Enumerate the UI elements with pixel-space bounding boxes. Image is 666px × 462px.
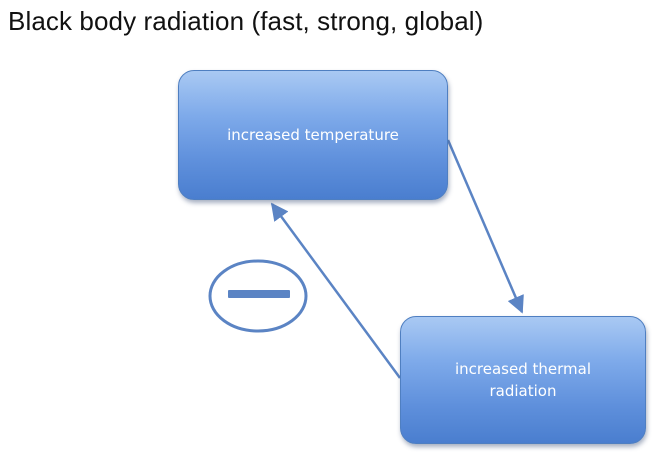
- node-increased-thermal-radiation: increased thermal radiation: [400, 316, 646, 444]
- feedback-sign-circle: [208, 259, 308, 333]
- node-label-thermal-radiation: increased thermal radiation: [454, 360, 591, 400]
- slide-title: Black body radiation (fast, strong, glob…: [8, 6, 484, 36]
- minus-sign-icon: [228, 290, 290, 298]
- node-label-temperature: increased temperature: [227, 126, 399, 144]
- arrow-thermal-to-temperature: [270, 202, 402, 379]
- node-increased-temperature: increased temperature: [178, 70, 448, 200]
- arrow-temperature-to-thermal: [446, 139, 524, 314]
